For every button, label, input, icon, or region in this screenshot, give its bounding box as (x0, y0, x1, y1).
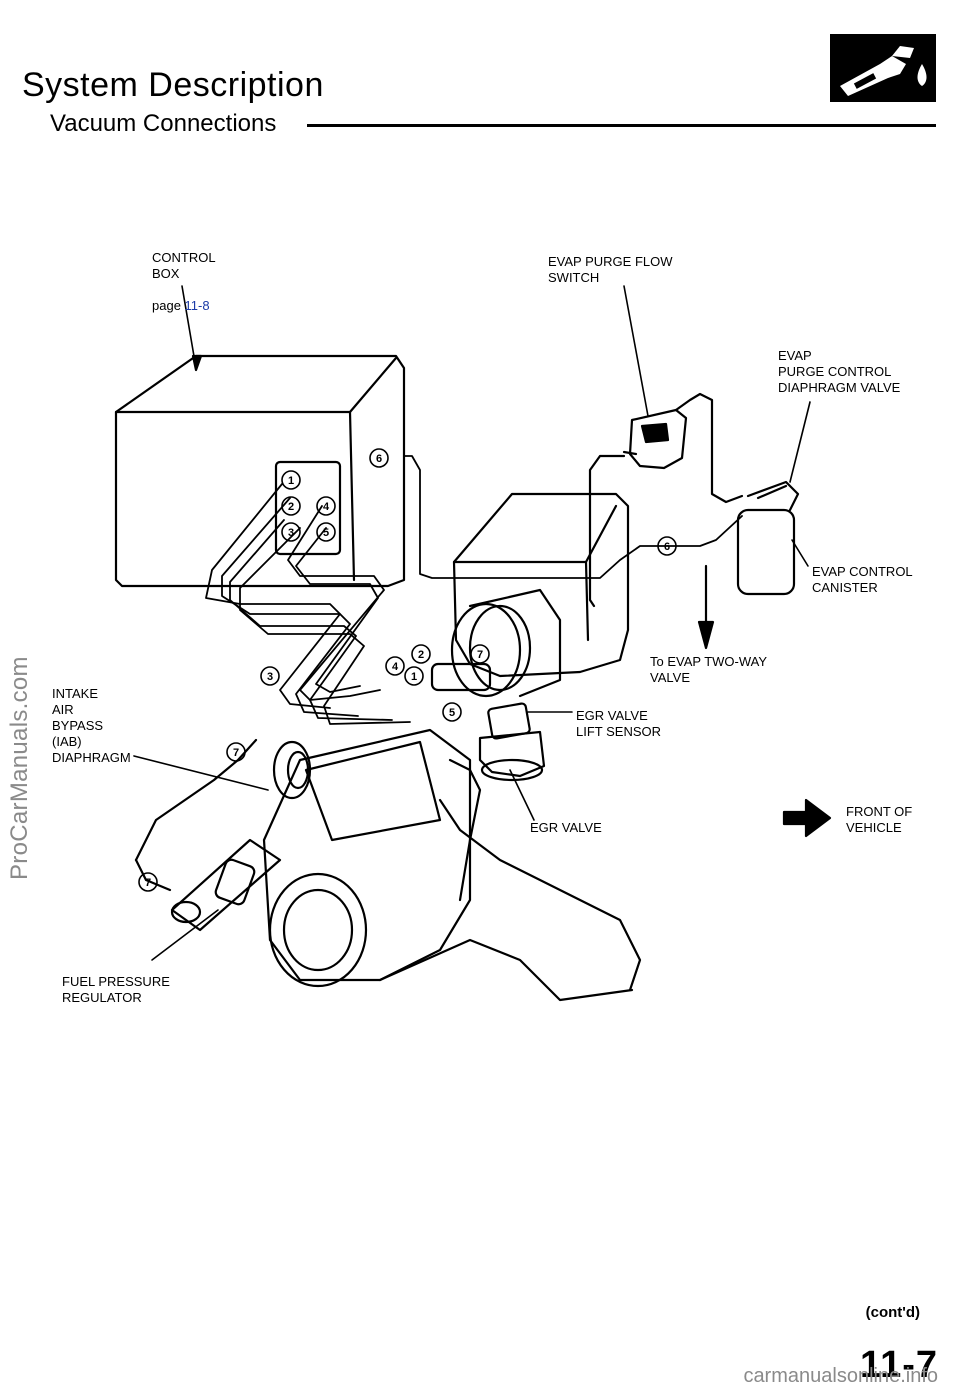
svg-text:7: 7 (145, 877, 151, 889)
control-box-page-link[interactable]: 11-8 (184, 298, 210, 313)
control-box-page-prefix: page (152, 298, 185, 313)
svg-text:5: 5 (449, 707, 455, 719)
svg-text:4: 4 (323, 501, 330, 513)
front-of-vehicle-arrow (782, 798, 832, 838)
svg-text:6: 6 (664, 541, 670, 553)
control-box (114, 354, 406, 588)
intake-air-bypass-label: INTAKE AIR BYPASS (IAB) DIAPHRAGM (52, 686, 131, 765)
svg-text:1: 1 (288, 475, 294, 487)
evap-control-canister (736, 480, 800, 596)
leader-lines (133, 285, 811, 961)
svg-text:1: 1 (411, 671, 417, 683)
hose-bundle (205, 455, 743, 725)
svg-text:7: 7 (477, 649, 483, 661)
hose-number-text: 123 456 634 217 577 (145, 453, 670, 889)
fuel-rail (134, 738, 282, 932)
air-cleaner (452, 492, 630, 678)
evap-purge-flow-switch (588, 392, 744, 608)
hose-number-markers (138, 448, 677, 892)
section-subtitle: Vacuum Connections (50, 110, 277, 137)
to-evap-two-way-valve-label: To EVAP TWO-WAY VALVE (650, 654, 768, 685)
egr-valve-lift-sensor-label: EGR VALVE LIFT SENSOR (576, 708, 662, 739)
evap-purge-flow-switch-label: EVAP PURGE FLOW SWITCH (548, 254, 673, 285)
evap-control-canister-label: EVAP CONTROL CANISTER (812, 564, 913, 595)
header-rule (307, 124, 936, 127)
front-of-vehicle-label: FRONT OF VEHICLE (846, 804, 913, 835)
engine (262, 728, 642, 1002)
fuel-pressure-regulator-label: FUEL PRESSURE REGULATOR (62, 974, 170, 1005)
egr-valve-label: EGR VALVE (530, 820, 602, 835)
evap-purge-control-diaphragm-valve-label: EVAP PURGE CONTROL DIAPHRAGM VALVE (778, 348, 901, 395)
page-number: 11-7 (860, 1344, 938, 1386)
svg-text:3: 3 (267, 671, 273, 683)
iab-diaphragm (272, 740, 312, 800)
fuel-nozzle-icon (830, 34, 936, 102)
svg-text:7: 7 (233, 747, 239, 759)
control-box-label-text: CONTROL BOX (152, 250, 216, 281)
watermark-bottom: carmanualsonline.info (743, 1365, 938, 1387)
svg-text:2: 2 (288, 501, 294, 513)
svg-text:6: 6 (376, 453, 382, 465)
page-title: System Description (22, 66, 324, 104)
continued-marker: (cont'd) (865, 1304, 920, 1321)
svg-text:4: 4 (392, 661, 399, 673)
svg-text:3: 3 (288, 527, 294, 539)
throttle-body (430, 588, 562, 698)
egr-valve (478, 702, 546, 782)
svg-text:2: 2 (418, 649, 424, 661)
svg-text:5: 5 (323, 527, 329, 539)
watermark-left: ProCarManuals.com (6, 656, 33, 880)
control-box-label: CONTROL BOX page 11-8 (152, 234, 216, 314)
